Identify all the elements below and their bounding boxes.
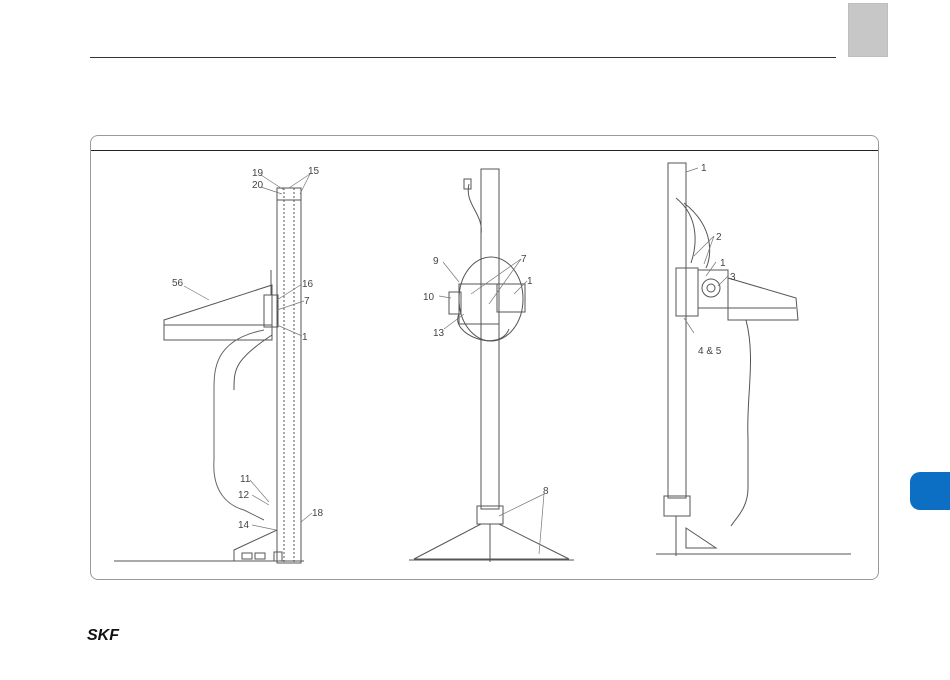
callout-middle-4: 1 — [527, 276, 533, 287]
figure-frame-rule — [91, 150, 878, 151]
callout-right-5: 4 & 5 — [698, 346, 722, 357]
callout-middle-3: 10 — [423, 292, 435, 303]
drawing-left: 19 20 15 56 16 7 1 11 12 14 18 — [114, 160, 332, 565]
callout-right-4: 3 — [730, 272, 736, 283]
drawing-left-svg: 19 20 15 56 16 7 1 11 12 14 18 — [114, 160, 332, 565]
callout-left-3: 15 — [308, 166, 320, 177]
callout-right-2: 2 — [716, 232, 722, 243]
drawing-middle-svg: 9 7 10 1 13 8 — [409, 164, 579, 564]
callout-left-5: 16 — [302, 279, 314, 290]
callout-left-10: 14 — [238, 520, 250, 531]
drawing-right-svg: 1 2 1 3 4 & 5 — [656, 158, 856, 560]
callout-left-9: 12 — [238, 490, 250, 501]
callout-left-2: 20 — [252, 180, 264, 191]
drawing-right: 1 2 1 3 4 & 5 — [656, 158, 856, 560]
callout-left-8: 11 — [240, 474, 251, 485]
callout-middle-1: 9 — [433, 256, 439, 267]
callout-right-1: 1 — [701, 163, 707, 174]
section-tab-blue — [910, 472, 950, 510]
callout-right-3: 1 — [720, 258, 726, 269]
section-tab-gray — [848, 3, 888, 57]
drawing-middle: 9 7 10 1 13 8 — [409, 164, 579, 564]
callout-middle-2: 7 — [521, 254, 527, 265]
skf-logo: SKF — [87, 626, 137, 642]
callout-middle-5: 13 — [433, 328, 445, 339]
callout-middle-6: 8 — [543, 486, 549, 497]
callout-left-6: 7 — [304, 296, 310, 307]
callout-left-1: 19 — [252, 168, 264, 179]
skf-logo-svg: SKF — [87, 626, 137, 642]
skf-logo-text: SKF — [87, 627, 120, 642]
figure-frame: 19 20 15 56 16 7 1 11 12 14 18 — [90, 135, 879, 580]
callout-left-7: 1 — [302, 332, 308, 343]
callout-left-11: 18 — [312, 508, 324, 519]
header-rule — [90, 57, 836, 58]
callout-left-4: 56 — [172, 278, 184, 289]
